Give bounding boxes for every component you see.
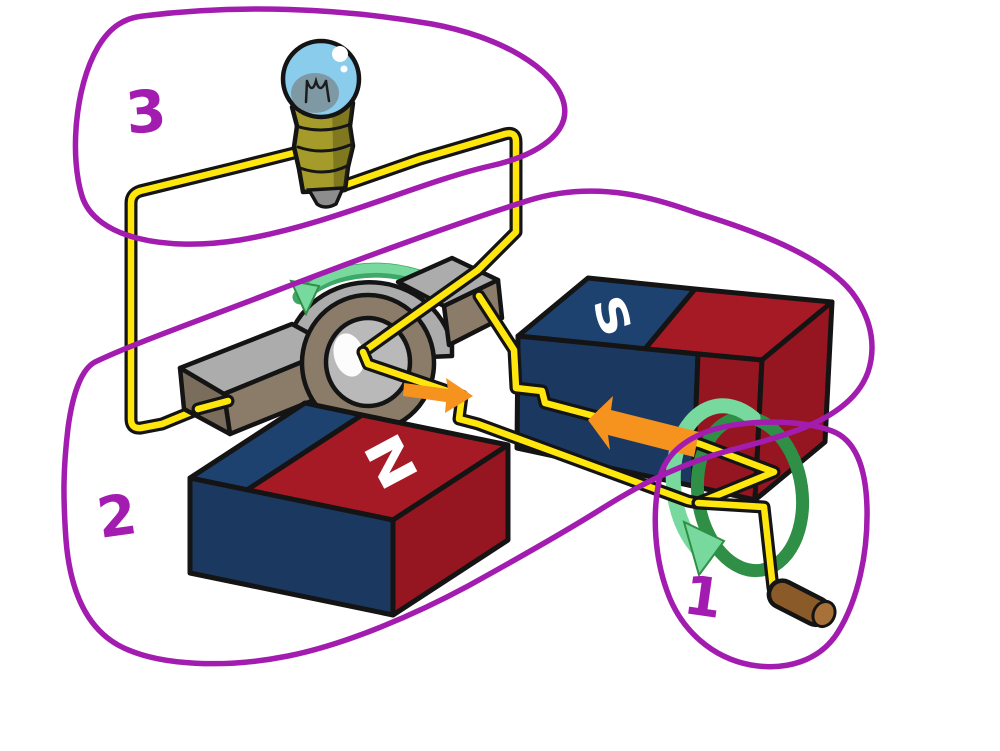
magnet-north: N (187, 400, 511, 618)
bulb-highlight (332, 46, 348, 62)
current-arrow-right-icon (403, 378, 473, 413)
annotation-loop-3 (72, 6, 568, 247)
annotation-loop-1 (652, 419, 870, 670)
bulb-glass-shadow (291, 73, 339, 113)
axle-stub-left (191, 394, 235, 416)
current-arrow-left-icon (588, 396, 699, 457)
wire-axle-to-crank-upper (472, 289, 781, 510)
annotation-label-2: 2 (93, 482, 141, 552)
bulb-filament (304, 76, 331, 104)
wire-bulb-to-coil-right (324, 126, 523, 359)
bulb-tip (306, 186, 346, 209)
annotation-label-3: 3 (123, 76, 169, 147)
wire-coil-to-crank-lower (356, 345, 705, 510)
annotation-loop-2 (61, 188, 875, 667)
crank-handle (766, 578, 837, 629)
crank-shaft (691, 496, 780, 595)
annotation-label-1: 1 (680, 563, 726, 631)
light-bulb (280, 38, 362, 209)
wire-bulb-to-axle-left (124, 143, 313, 435)
